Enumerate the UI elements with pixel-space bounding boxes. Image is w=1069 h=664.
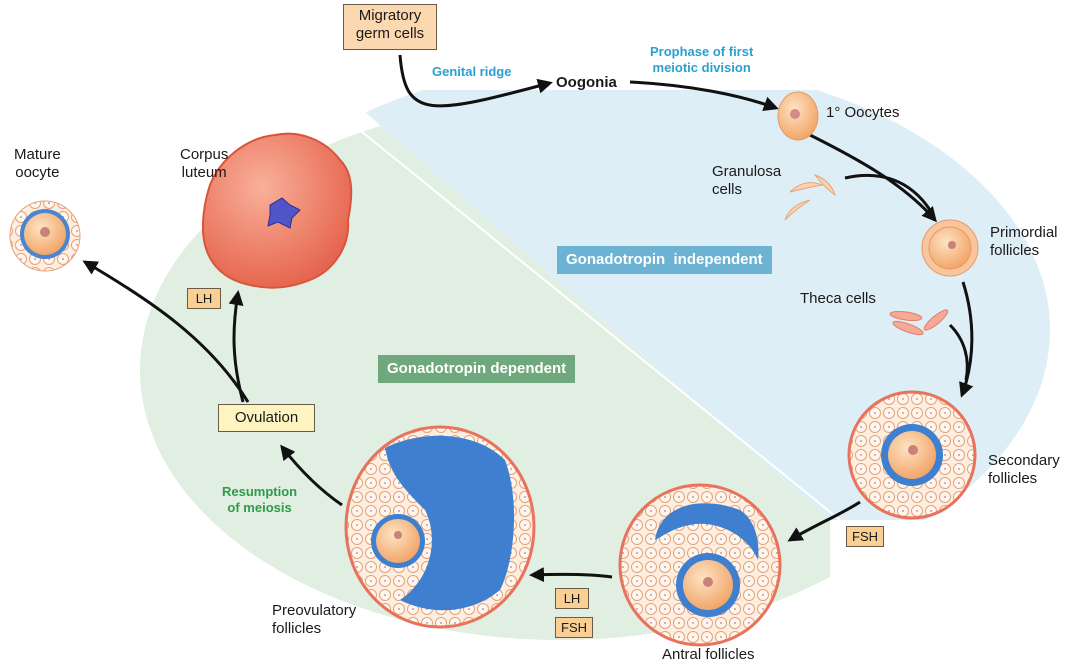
arrow-oocytes-to-primordial <box>809 133 937 223</box>
primary-oocytes-label: 1° Oocytes <box>826 104 900 121</box>
primordial-follicles-label: Primordial follicles <box>990 224 1058 260</box>
antral-follicles-label: Antral follicles <box>662 646 755 663</box>
gonadotropin-independent-banner: Gonadotropin independent <box>557 246 772 274</box>
arrow-secondary-to-antral <box>787 500 861 542</box>
granulosa-cells-label: Granulosa cells <box>712 163 781 199</box>
primordial-line2: follicles <box>990 242 1040 259</box>
mature-line2: oocyte <box>15 164 60 181</box>
resumption-line2: of meiosis <box>227 500 292 515</box>
primordial-line1: Primordial <box>990 224 1058 241</box>
ovulation-box: Ovulation <box>218 404 315 432</box>
migratory-germ-cells-box: Migratory germ cells <box>343 4 437 50</box>
corpus-line2: luteum <box>181 164 227 181</box>
arrow-ovulation-to-corpus-luteum <box>228 290 245 403</box>
theca-cells-label: Theca cells <box>800 290 876 307</box>
arrow-granulosa-join <box>844 173 932 211</box>
mature-line1: Mature <box>14 146 61 163</box>
prophase-label-line1: Prophase of first <box>650 44 754 59</box>
arrow-oogonia-to-oocytes <box>629 80 779 111</box>
granulosa-line2: cells <box>712 181 743 198</box>
arrow-antral-to-preovulatory <box>529 567 613 583</box>
genital-ridge-label: Genital ridge <box>432 64 512 79</box>
preovulatory-follicles-label: Preovulatory follicles <box>272 602 356 638</box>
prophase-label-line2: meiotic division <box>652 60 751 75</box>
antral-follicle-illustration <box>618 483 782 647</box>
fsh-badge-antral: FSH <box>555 617 593 638</box>
arrow-migratory-to-oogonia <box>398 54 553 108</box>
resumption-line1: Resumption <box>222 484 298 499</box>
fsh-badge-secondary: FSH <box>846 526 884 547</box>
theca-cells-illustration <box>889 309 949 336</box>
lh-badge-antral: LH <box>555 588 589 609</box>
preovulatory-line2: follicles <box>272 620 322 637</box>
secondary-follicles-label: Secondary follicles <box>988 452 1060 488</box>
secondary-follicle-illustration <box>847 390 977 520</box>
gonadotropin-dependent-banner: Gonadotropin dependent <box>378 355 576 383</box>
mature-oocyte-label: Mature oocyte <box>14 146 61 182</box>
corpus-luteum-illustration <box>201 132 353 289</box>
arrow-ovulation-to-mature-oocyte <box>82 260 250 403</box>
mature-oocyte-illustration <box>9 200 81 272</box>
corpus-line1: Corpus <box>180 146 229 163</box>
granulosa-cells-illustration <box>784 174 836 221</box>
lh-badge-ovulation: LH <box>187 288 221 309</box>
region-divider <box>344 117 841 521</box>
arrow-theca-join <box>948 323 969 381</box>
arrow-primordial-to-secondary <box>959 281 974 398</box>
primary-oocyte-illustration <box>777 91 819 141</box>
arrow-preovulatory-to-ovulation <box>280 444 343 507</box>
prophase-label: Prophase of first meiotic division <box>650 44 753 76</box>
secondary-line2: follicles <box>988 470 1038 487</box>
preovulatory-follicle-illustration <box>344 425 536 629</box>
oogonia-label: Oogonia <box>556 74 617 91</box>
corpus-luteum-label: Corpus luteum <box>180 146 228 182</box>
granulosa-line1: Granulosa <box>712 163 782 180</box>
preovulatory-line1: Preovulatory <box>272 602 357 619</box>
secondary-line1: Secondary <box>988 452 1060 469</box>
resumption-of-meiosis-label: Resumption of meiosis <box>222 484 297 516</box>
primordial-follicle-illustration <box>921 219 979 277</box>
